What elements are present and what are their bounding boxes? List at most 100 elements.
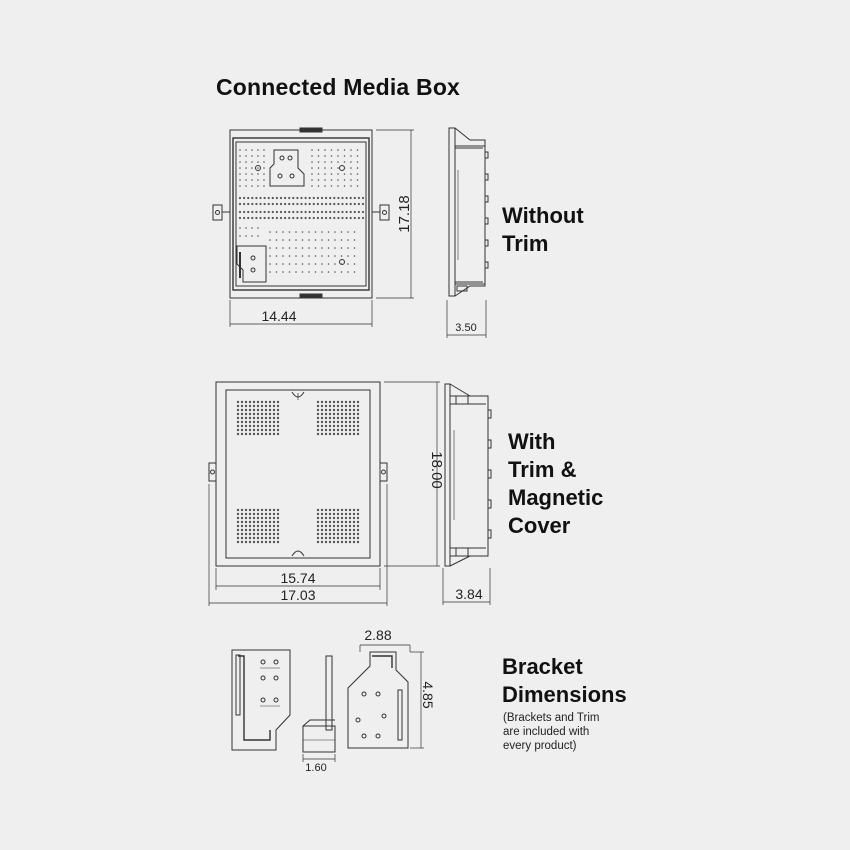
hole-dot (314, 231, 317, 233)
hole-dot (295, 255, 297, 257)
box-side-view-without-trim (448, 127, 489, 297)
hole-dot (244, 416, 248, 420)
hole-dot (288, 196, 291, 200)
hole-dot (260, 536, 264, 540)
hole-dot (345, 216, 348, 220)
hole-dot (348, 532, 352, 536)
hole-dot (251, 179, 253, 181)
hole-dot (330, 179, 333, 181)
hole-dot (324, 161, 326, 163)
hole-dot (264, 428, 268, 432)
hole-dot (301, 271, 304, 273)
hole-dot (324, 528, 328, 532)
hole-dot (282, 263, 284, 265)
hole-dot (357, 210, 360, 214)
hole-dot (332, 512, 336, 516)
label-line: Trim & (508, 457, 577, 482)
hole-dot (350, 167, 352, 169)
hole-dot (296, 196, 299, 200)
hole-dot (251, 155, 253, 157)
hole-dot (356, 408, 360, 412)
hole-dot (316, 424, 320, 428)
hole-dot (347, 263, 349, 265)
hole-dot (327, 263, 330, 265)
hole-dot (239, 155, 241, 157)
hole-dot (236, 424, 240, 428)
hole-dot (316, 540, 320, 544)
hole-dot (320, 196, 324, 200)
hole-dot (260, 512, 264, 516)
hole-dot (239, 185, 241, 187)
hole-dot (288, 210, 291, 214)
hole-dot (268, 424, 272, 428)
hole-dot (352, 408, 356, 412)
hole-dot (236, 520, 240, 524)
hole-dot (251, 196, 254, 200)
hole-dot (256, 420, 260, 424)
hole-dot (244, 508, 248, 512)
hole-dot (348, 536, 352, 540)
hole-dot (240, 404, 244, 408)
hole-dot (292, 216, 295, 220)
hole-dot (317, 179, 320, 181)
bracket-side-view (302, 655, 336, 753)
hole-dot (328, 408, 332, 412)
hole-dot (343, 173, 346, 175)
dim-height-without-trim: 17.18 (396, 195, 413, 233)
hole-dot (341, 210, 344, 214)
hole-dot (272, 428, 276, 432)
hole-dot (244, 428, 248, 432)
hole-dot (296, 216, 299, 220)
hole-dot (259, 196, 262, 200)
hole-dot (251, 202, 254, 206)
hole-dot (344, 400, 348, 404)
hole-dot (349, 202, 352, 206)
hole-dot (329, 202, 332, 206)
hole-dot (255, 202, 258, 206)
hole-dot (252, 528, 256, 532)
hole-dot (272, 508, 276, 512)
hole-dot (328, 516, 332, 520)
hole-dot (275, 255, 278, 257)
hole-dot (248, 412, 252, 416)
hole-dot (276, 524, 280, 528)
hole-dot (282, 271, 284, 273)
hole-dot (320, 540, 324, 544)
hole-dot (320, 416, 324, 420)
hole-dot (340, 536, 344, 540)
hole-dot (272, 520, 276, 524)
hole-dot (343, 167, 346, 169)
hole-dot (311, 149, 313, 151)
hole-dot (245, 185, 247, 187)
hole-dot (257, 173, 259, 175)
hole-dot (275, 239, 278, 241)
hole-dot (330, 155, 333, 157)
hole-dot (320, 508, 324, 512)
hole-dot (356, 532, 360, 536)
hole-dot (238, 216, 242, 220)
hole-dot (350, 185, 352, 187)
hole-dot (301, 255, 304, 257)
box-side-view-with-trim (444, 383, 492, 567)
hole-dot (356, 179, 359, 181)
dimension-lines-with-trim (208, 381, 491, 606)
hole-dot (245, 167, 247, 169)
hole-dot (260, 524, 264, 528)
hole-dot (347, 239, 349, 241)
hole-dot (268, 408, 272, 412)
hole-dot (333, 202, 336, 206)
hole-dot (332, 528, 336, 532)
hole-dot (349, 196, 352, 200)
hole-dot (264, 512, 268, 516)
hole-dot (357, 196, 360, 200)
hole-dot (344, 532, 348, 536)
hole-dot (304, 202, 307, 206)
hole-dot (312, 216, 315, 220)
hole-dot (348, 400, 352, 404)
hole-dot (333, 216, 336, 220)
hole-dot (251, 216, 254, 220)
hole-dot (340, 271, 343, 273)
dim-depth-with-trim: 3.84 (455, 586, 482, 602)
hole-dot (279, 202, 283, 206)
hole-dot (263, 196, 266, 200)
